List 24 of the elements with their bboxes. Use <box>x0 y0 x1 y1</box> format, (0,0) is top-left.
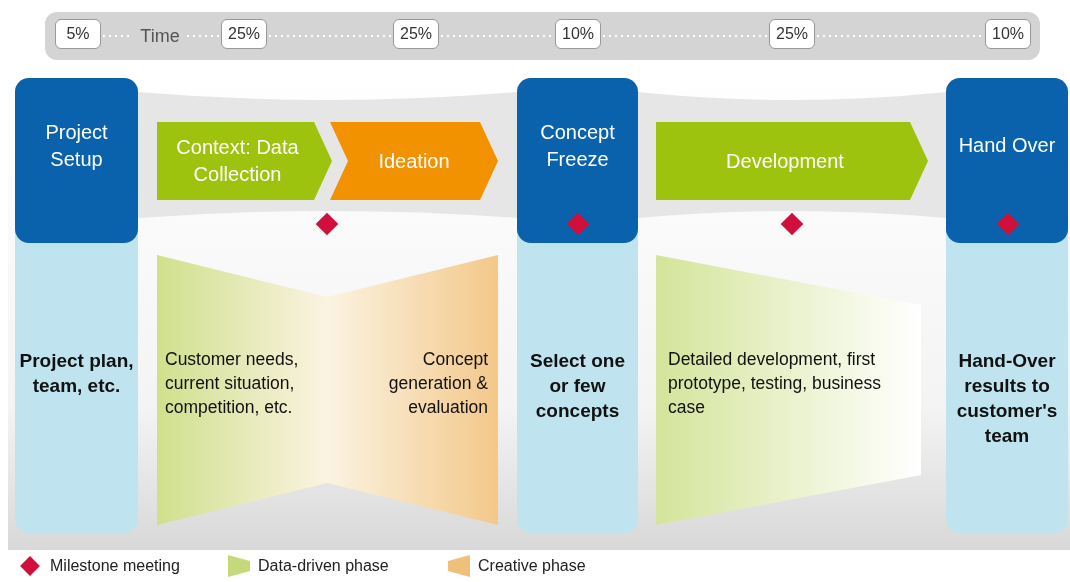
percentage-label: 25% <box>769 19 815 49</box>
percentage-label: 25% <box>393 19 439 49</box>
percentage-label: 25% <box>221 19 267 49</box>
milestone-column <box>946 78 1068 533</box>
percentage-label: 10% <box>985 19 1031 49</box>
milestone-column <box>517 78 638 533</box>
column-text: Project plan, team, etc. <box>19 349 134 398</box>
percentage-label: 10% <box>555 19 601 49</box>
column-text: Hand-Over results to customer's team <box>955 349 1059 448</box>
column-header: Concept Freeze <box>517 78 638 243</box>
phase-description: Detailed development, first prototype, testing, business case <box>668 348 883 419</box>
phase-description: Customer needs, current situation, competition, etc. <box>165 348 300 419</box>
column-header: Project Setup <box>15 78 138 243</box>
phase-banner: Development <box>656 122 928 200</box>
column-text: Select one or few concepts <box>528 349 626 423</box>
legend-text: Milestone meeting <box>50 556 180 576</box>
phase-banner: Ideation <box>330 122 498 200</box>
legend-text: Creative phase <box>478 556 586 576</box>
milestone-column <box>15 78 138 533</box>
phase-description: Concept generation & evaluation <box>387 348 488 419</box>
column-header: Hand Over <box>946 78 1068 243</box>
percentage-label: 5% <box>55 19 101 49</box>
phase-banner: Context: Data Collection <box>157 122 332 200</box>
legend-text: Data-driven phase <box>258 556 389 576</box>
